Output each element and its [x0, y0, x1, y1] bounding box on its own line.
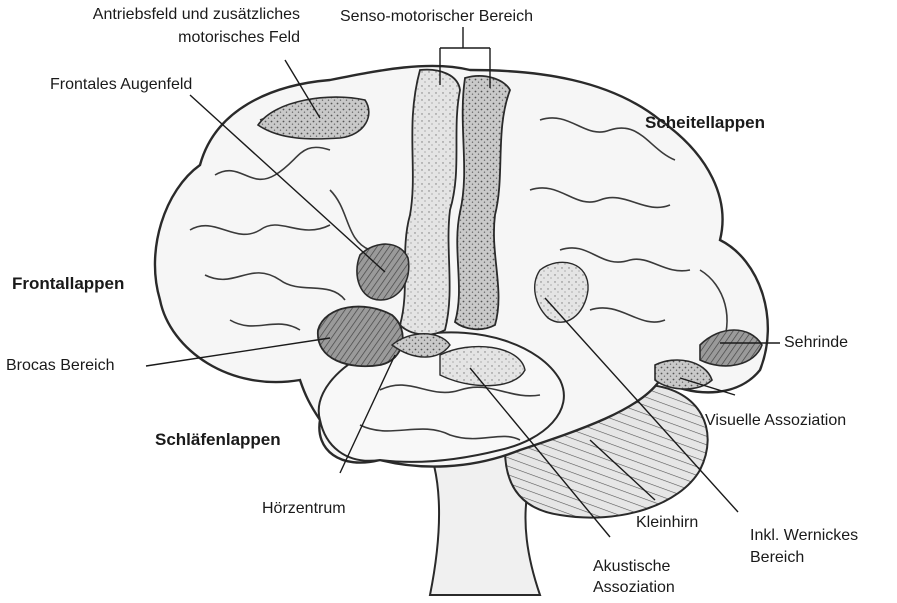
label-sehrinde: Sehrinde — [784, 333, 848, 352]
label-frontallappen: Frontallappen — [12, 274, 124, 293]
label-brocas-bereich: Brocas Bereich — [6, 356, 115, 375]
label-scheitellappen: Scheitellappen — [645, 113, 765, 132]
label-antriebsfeld-line1: Antriebsfeld und zusätzliches — [10, 5, 300, 24]
label-akustische-line1: Akustische — [593, 557, 675, 576]
label-wernicke-line1: Inkl. Wernickes — [750, 526, 858, 545]
label-akustische-line2: Assoziation — [593, 578, 675, 597]
label-kleinhirn: Kleinhirn — [636, 513, 698, 532]
label-frontales-augenfeld: Frontales Augenfeld — [50, 75, 192, 94]
label-senso-motorisch: Senso-motorischer Bereich — [340, 7, 533, 26]
label-antriebsfeld: Antriebsfeld und zusätzliches motorische… — [10, 5, 300, 47]
label-schlaefenlappen: Schläfenlappen — [155, 430, 281, 449]
label-antriebsfeld-line2: motorisches Feld — [10, 28, 300, 47]
label-wernicke: Inkl. Wernickes Bereich — [750, 526, 858, 567]
label-wernicke-line2: Bereich — [750, 548, 858, 567]
broca-area-region — [318, 307, 403, 367]
label-visuelle-assoziation: Visuelle Assoziation — [705, 411, 846, 430]
label-akustische-assoziation: Akustische Assoziation — [593, 557, 675, 597]
label-hoerzentrum: Hörzentrum — [262, 499, 346, 518]
